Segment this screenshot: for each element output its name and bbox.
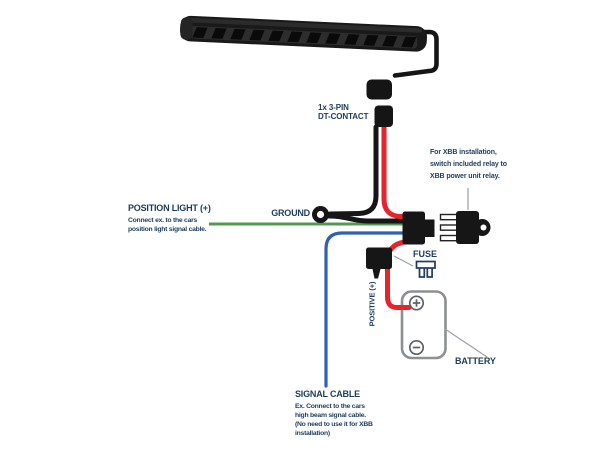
relay-pins [439, 213, 458, 242]
fuse-icon [415, 260, 436, 278]
wire-red-from-light [381, 124, 408, 219]
signal-cable-line1: Ex. Connect to the cars [295, 403, 365, 410]
wire-blue-signal [324, 231, 406, 388]
relay-body [456, 211, 479, 244]
battery-positive-terminal [408, 295, 425, 311]
xbb-note-line1: For XBB installation, [430, 149, 497, 156]
position-light-title: POSITION LIGHT (+) [128, 203, 211, 213]
fuse-pointer-line [393, 255, 414, 267]
led-light-bar [180, 15, 427, 52]
battery-pointer-line [444, 328, 488, 358]
harness-connector-block [402, 211, 435, 245]
wire-red-positive [385, 239, 412, 310]
position-light-line2: position light signal cable. [128, 226, 207, 233]
xbb-note: For XBB installation, switch included re… [430, 147, 507, 183]
signal-cable-line3: (No need to use it for XBB [295, 421, 373, 428]
dt-contact-line2: DT-CONTACT [318, 111, 369, 121]
position-light-line1: Connect ex. to the cars [128, 217, 198, 224]
dt-contact-label: 1x 3-PIN DT-CONTACT [318, 103, 369, 121]
fuse-holder [366, 247, 392, 279]
led-segments [192, 27, 417, 48]
dt-contact-line1: 1x 3-PIN [318, 103, 349, 112]
light-bar-top-edge [185, 17, 422, 33]
battery-negative-terminal [408, 339, 425, 356]
signal-cable-line2: high beam signal cable. [295, 412, 366, 419]
position-light-note: POSITION LIGHT (+) Connect ex. to the ca… [128, 203, 211, 234]
signal-cable-line4: installation) [295, 430, 330, 437]
light-cable-connector [366, 79, 392, 100]
wire-black-from-light [327, 124, 379, 217]
signal-cable-note: SIGNAL CABLE Ex. Connect to the cars hig… [295, 389, 373, 438]
light-bar-lens [190, 26, 418, 49]
positive-label: POSITIVE (+) [367, 281, 377, 327]
signal-cable-title: SIGNAL CABLE [295, 389, 360, 399]
xbb-note-line2: switch included relay to [430, 161, 507, 168]
relay-mount-hole [480, 224, 487, 231]
ground-ring-hole [316, 210, 325, 219]
dt-connector [374, 105, 393, 127]
relay [439, 211, 491, 244]
battery-label: BATTERY [455, 356, 496, 366]
fuse-label: FUSE [413, 249, 438, 259]
ground-label: GROUND [271, 208, 310, 218]
light-bar-cable [392, 29, 439, 78]
xbb-note-line3: XBB power unit relay. [430, 173, 500, 180]
light-bar-end-cap [180, 17, 193, 40]
